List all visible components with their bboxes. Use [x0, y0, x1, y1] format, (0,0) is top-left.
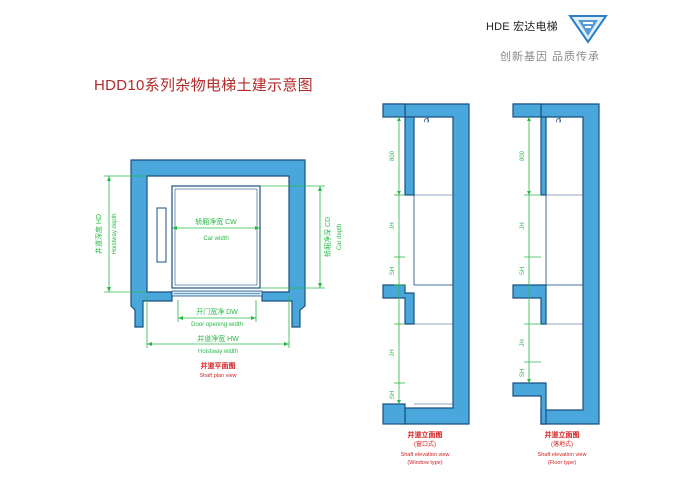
elev-window-800: 800: [390, 150, 396, 161]
brand-name: HDE 宏达电梯: [486, 21, 558, 33]
plan-caption: 井道平面图: [201, 361, 236, 370]
elev-window-sh-top: SH: [390, 267, 396, 275]
elev-window-slab: [382, 284, 415, 325]
plan-counterweight: [156, 207, 167, 263]
elev-window-caption: 井道立面图: [408, 430, 443, 439]
shaft-elevation-floor: 800 JH SH JH SH 井道立面图 (落地式) Shaft elevat…: [512, 103, 600, 466]
dw-label: 开门宽净 DW: [196, 307, 238, 316]
elev-window-jh-top: JH: [390, 222, 396, 229]
elev-floor-caption-en: Shaft elevation view: [538, 452, 587, 458]
cd-label-en: Car depth: [337, 224, 343, 250]
elev-floor-car: [545, 116, 584, 286]
elev-floor-caption: 井道立面图: [545, 430, 580, 439]
plan-car: [171, 185, 261, 289]
page-title: HDD10系列杂物电梯土建示意图: [94, 77, 313, 94]
elev-window-pier-top: [404, 116, 415, 196]
elev-window-top-lintel: [382, 103, 406, 118]
brand-slogan: 创新基因 品质传承: [500, 51, 601, 63]
shaft-plan-view: 井道深度 HD Hoistway depth 轿厢净深 CD Car depth…: [94, 159, 343, 379]
elev-window-jh-bottom: JH: [390, 349, 396, 356]
elev-floor-caption-type: (落地式): [551, 440, 573, 448]
elev-window-car: [413, 116, 454, 286]
elev-window-caption-en: Shaft elevation view: [401, 452, 450, 458]
cw-label: 轿厢净宽 CW: [195, 217, 237, 226]
elev-floor-slab: [512, 284, 547, 325]
elev-floor-800: 800: [520, 150, 526, 161]
elev-window-sh-bottom: SH: [390, 391, 396, 399]
elev-floor-sh-top: SH: [520, 267, 526, 275]
elev-floor-pier-top: [540, 116, 547, 196]
hd-label: 井道深度 HD: [94, 214, 103, 254]
hw-label: 井道净宽 HW: [197, 334, 239, 343]
elev-window-caption-type: (窗口式): [414, 440, 436, 448]
elev-window-caption-type-en: (Window type): [407, 460, 442, 466]
elev-floor-sh-bottom: SH: [520, 369, 526, 377]
hd-label-en: Hoistway depth: [112, 213, 118, 254]
elev-floor-pit: [512, 382, 547, 425]
elev-floor-jh-bottom: JH: [520, 339, 526, 346]
cd-label: 轿厢净深 CD: [323, 217, 332, 257]
hongda-logo-icon: [568, 15, 608, 44]
plan-wall: [130, 159, 306, 328]
plan-dimensions: [104, 175, 325, 348]
elev-window-pit: [382, 403, 406, 425]
dw-label-en: Door opening width: [191, 322, 243, 328]
elev-floor-jh-top: JH: [520, 222, 526, 229]
elev-floor-caption-type-en: (Floor type): [548, 460, 576, 466]
shaft-elevation-window: 800 JH SH JH SH 井道立面图 (窗口式) Shaft elevat…: [382, 103, 470, 466]
hw-label-en: Hoistway width: [198, 349, 238, 355]
elev-floor-top-lintel: [512, 103, 542, 118]
cw-label-en: Car width: [203, 236, 228, 242]
plan-caption-en: Shaft plan view: [199, 373, 236, 379]
